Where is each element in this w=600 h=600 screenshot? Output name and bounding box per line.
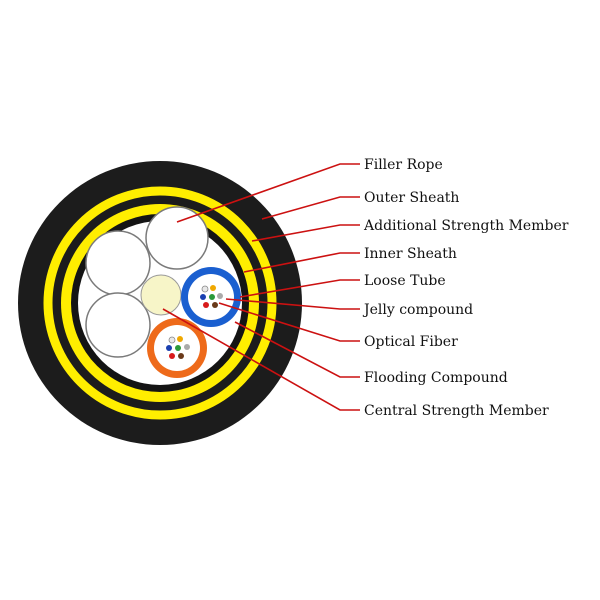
label-outer-sheath: Outer Sheath [364,190,459,206]
filler-rope-element [85,292,151,358]
filler-rope-element [145,206,209,270]
filler-rope-element [85,230,151,296]
leader-line-optical-fiber [218,302,360,342]
label-inner-sheath: Inner Sheath [364,246,457,262]
label-loose-tube: Loose Tube [364,273,446,289]
leader-line-central-strength-member [162,308,360,411]
leader-line-flooding-compound [234,321,360,378]
label-filler-rope: Filler Rope [364,157,443,173]
optical-fiber-dot [178,353,184,359]
optical-fiber-dot [217,293,223,299]
leader-line-inner-sheath [243,252,360,273]
optical-fiber-dot [209,294,215,300]
optical-fiber-dot [184,344,190,350]
leader-line-additional-strength-member [251,224,360,242]
leader-line-outer-sheath [261,196,360,220]
optical-fiber-dot [169,353,175,359]
label-optical-fiber: Optical Fiber [364,334,458,350]
optical-fiber-dot [212,302,218,308]
leader-line-filler-rope [176,163,360,223]
optical-fiber-dot [175,345,181,351]
label-flooding-compound: Flooding Compound [364,370,508,386]
optical-fiber-dot [201,285,209,293]
optical-fiber-dot [203,302,209,308]
central-strength-member-element [140,274,182,316]
leader-line-loose-tube [239,279,360,298]
optical-fiber-dot [166,345,172,351]
optical-fiber-dot [177,336,183,342]
label-central-strength-member: Central Strength Member [364,403,549,419]
label-additional-strength-member: Additional Strength Member [363,218,569,234]
optical-fiber-dot [200,294,206,300]
optical-fiber-dot [210,285,216,291]
label-jelly-compound: Jelly compound [362,302,473,318]
optical-fiber-dot [168,336,176,344]
leader-line-jelly-compound [225,298,360,310]
